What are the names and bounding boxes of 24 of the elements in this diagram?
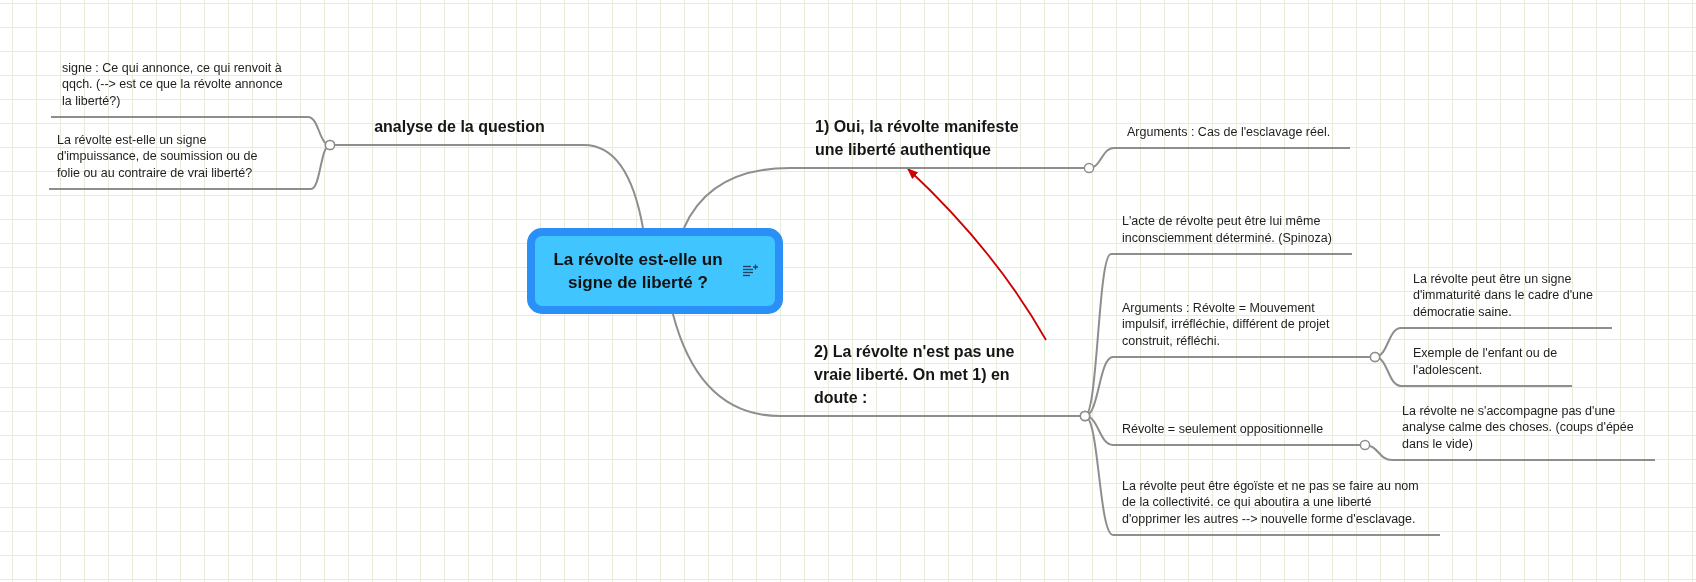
subtopic: Révolte = seulement oppositionnelle	[1113, 420, 1360, 446]
main-topic: 1) Oui, la révolte manifeste une liberté authentique	[790, 115, 1084, 169]
subtopic: Arguments : Cas de l'esclavage réel.	[1114, 123, 1350, 149]
branch-line	[671, 313, 781, 417]
topic-title: La révolte est-elle un signe de liberté ?	[552, 249, 724, 294]
subtopic: signe : Ce qui annonce, ce qui renvoit à qqch. (--> est ce que la révolte annonce la liberté?)	[51, 59, 308, 118]
main-topic: 2) La révolte n'est pas une vraie liberté. On met 1) en doute :	[780, 340, 1080, 417]
branch-line	[583, 144, 644, 229]
branch-line	[1079, 410, 1114, 536]
subtopic: La révolte est-elle un signe d'impuissance, de soumission ou de folie ou au contraire de vrai liberté?	[49, 131, 311, 190]
subtopic: Arguments : Révolte = Mouvement impulsif, irréfléchie, différent de projet construit, réfléchi.	[1113, 299, 1370, 358]
subtopic: La révolte peut être égoïste et ne pas se faire au nom de la collectivité. ce qui aboutira a une liberté d'opprimer les autres --> nouvelle forme d'esclavage.	[1113, 477, 1440, 536]
relationship-arrow	[907, 168, 1047, 341]
branch-line	[1359, 439, 1393, 461]
branch-line	[1083, 147, 1115, 174]
subtopic: La révolte ne s'accompagne pas d'une analyse calme des choses. (coups d'épée dans le vide)	[1392, 402, 1655, 461]
branch-line	[1369, 351, 1402, 387]
subtopic: L'acte de révolte peut être lui même inconsciemment déterminé. (Spinoza)	[1111, 213, 1352, 255]
branch-line	[682, 167, 791, 229]
subtopic: Exemple de l'enfant ou de l'adolescent.	[1401, 345, 1572, 387]
subtopic: La révolte peut être un signe d'immaturité dans le cadre d'une démocratie saine.	[1401, 270, 1612, 329]
branch-line	[310, 139, 336, 190]
central-topic	[527, 228, 783, 314]
main-topic: analyse de la question	[335, 115, 584, 146]
